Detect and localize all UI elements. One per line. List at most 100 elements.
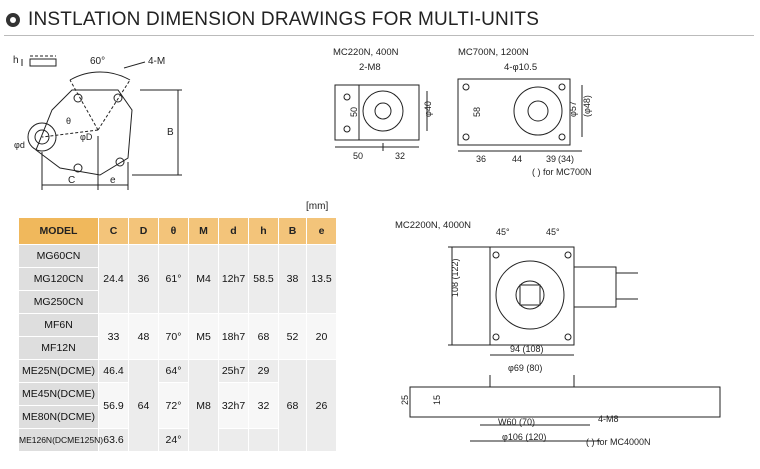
table-row: ME80N(DCME) (18, 405, 337, 429)
mc220n-holes: 2-M8 (359, 62, 381, 73)
mc220n-drawing: MC220N, 400N 2-M8 50 φ40 50 32 (333, 47, 433, 161)
mc700n-dim-58: 58 (472, 107, 482, 117)
mc220n-dim-bore: φ40 (423, 101, 433, 117)
cell-c: 56.9 (98, 382, 129, 429)
mc700n-dim-bore-alt: (φ48) (582, 95, 592, 117)
mc2200n-dim-25: 25 (400, 395, 410, 405)
model-cell: ME45N(DCME) (18, 382, 99, 406)
cell-h: 58.5 (248, 244, 279, 314)
label-angle-60: 60° (90, 56, 105, 67)
model-cell: MF6N (18, 313, 99, 337)
cell-b: 68 (278, 359, 307, 452)
label-C: C (68, 175, 75, 186)
table-header-row: MODEL C D θ M d h B e (18, 217, 337, 245)
label-d: φd (14, 140, 25, 150)
mc2200n-dim-height: 108 (122) (450, 258, 460, 297)
col-c: C (98, 217, 129, 245)
cell-d-small: 18h7 (218, 313, 249, 360)
cell-theta: 70° (158, 313, 189, 360)
table-row: ME45N(DCME) 56.9 72° 32h7 32 (18, 382, 337, 429)
mc2200n-dim-width: 94 (108) (510, 344, 544, 354)
col-theta: θ (158, 217, 189, 245)
model-cell: MG250CN (18, 290, 99, 314)
table-row: ME25N(DCME) 46.4 64 64° M8 25h7 29 68 26 (18, 359, 337, 452)
model-cell: ME80N(DCME) (18, 405, 99, 429)
cell-d: 48 (128, 313, 159, 360)
col-m: M (188, 217, 219, 245)
cell-theta: 61° (158, 244, 189, 314)
mc2200n-dim-key: W60 (70) (498, 417, 535, 427)
cell-c: 63.6 (98, 428, 129, 452)
mc220n-title: MC220N, 400N (333, 47, 399, 58)
cell-d: 64 (128, 359, 159, 452)
multi-unit-flange-drawing: h 60° 4-M θ φd φD B C e (13, 55, 182, 190)
cell-theta: 24° (158, 428, 189, 452)
mc220n-dim-32: 32 (395, 151, 405, 161)
mc700n-holes: 4-φ10.5 (504, 62, 537, 73)
dimension-table: MODEL C D θ M d h B e MG60CN 24.4 36 61°… (18, 217, 337, 452)
label-h: h (13, 55, 19, 66)
table-row: MF6N 33 48 70° M5 18h7 68 52 20 (18, 313, 337, 360)
mc700n-drawing: MC700N, 1200N 4-φ10.5 58 φ57 (φ48) 36 44… (457, 47, 592, 177)
mc2200n-dim-bore: φ69 (80) (508, 363, 542, 373)
table-row: MF12N (18, 336, 337, 360)
mc2200n-note: ( ) for MC4000N (586, 437, 651, 447)
mc2200n-drawing: MC2200N, 4000N 45° 45° 108 (122) 94 (108… (395, 220, 721, 447)
mc2200n-angle-a: 45° (496, 227, 510, 237)
cell-h: 32 (248, 382, 279, 429)
label-B: B (167, 127, 174, 138)
mc700n-dim-39: 39 (546, 154, 556, 164)
mc2200n-angle-b: 45° (546, 227, 560, 237)
mc700n-dim-44: 44 (512, 154, 522, 164)
cell-e: 26 (306, 359, 337, 452)
label-D: φD (80, 132, 93, 142)
cell-d-small: 32h7 (218, 382, 249, 429)
cell-c: 46.4 (98, 359, 129, 383)
cell-d-small: 25h7 (218, 359, 249, 383)
cell-h: 68 (248, 313, 279, 360)
cell-m: M8 (188, 359, 219, 452)
col-e: e (306, 217, 337, 245)
mc2200n-dim-pitch: φ106 (120) (502, 432, 546, 442)
model-cell: ME126N(DCME125N) (18, 428, 103, 452)
cell-d-small (218, 428, 249, 452)
mc220n-dim-50w: 50 (353, 151, 363, 161)
col-d: D (128, 217, 159, 245)
cell-d-small: 12h7 (218, 244, 249, 314)
page-title: INSTLATION DIMENSION DRAWINGS FOR MULTI-… (28, 9, 540, 30)
cell-h: 29 (248, 359, 279, 383)
model-cell: MG60CN (18, 244, 99, 268)
title-divider (4, 35, 754, 36)
mc700n-dim-34: (34) (558, 154, 574, 164)
bullet-icon (6, 13, 20, 27)
mc700n-note: ( ) for MC700N (532, 167, 592, 177)
table-row: MG120CN (18, 267, 337, 291)
mc2200n-title: MC2200N, 4000N (395, 220, 471, 231)
col-d-small: d (218, 217, 249, 245)
label-theta: θ (66, 116, 71, 126)
cell-c: 24.4 (98, 244, 129, 314)
label-4m: 4-M (148, 56, 165, 67)
cell-m: M5 (188, 313, 219, 360)
label-e: e (110, 175, 116, 186)
model-cell: ME25N(DCME) (18, 359, 99, 383)
cell-b: 38 (278, 244, 307, 314)
model-cell: MF12N (18, 336, 99, 360)
mc700n-title: MC700N, 1200N (458, 47, 529, 58)
cell-e: 20 (306, 313, 337, 360)
unit-label: [mm] (306, 201, 329, 212)
mc2200n-holes: 4-M8 (598, 414, 619, 424)
cell-theta: 64° (158, 359, 189, 383)
mc700n-dim-bore: φ57 (568, 101, 578, 117)
table-row: ME126N(DCME125N) 63.6 24° (18, 428, 337, 452)
page-header: INSTLATION DIMENSION DRAWINGS FOR MULTI-… (6, 8, 539, 32)
cell-d: 36 (128, 244, 159, 314)
mc220n-dim-50h: 50 (349, 107, 359, 117)
mc700n-dim-36: 36 (476, 154, 486, 164)
cell-theta: 72° (158, 382, 189, 429)
cell-m: M4 (188, 244, 219, 314)
col-b: B (278, 217, 307, 245)
table-row: MG250CN (18, 290, 337, 314)
col-model: MODEL (18, 217, 99, 245)
col-h: h (248, 217, 279, 245)
